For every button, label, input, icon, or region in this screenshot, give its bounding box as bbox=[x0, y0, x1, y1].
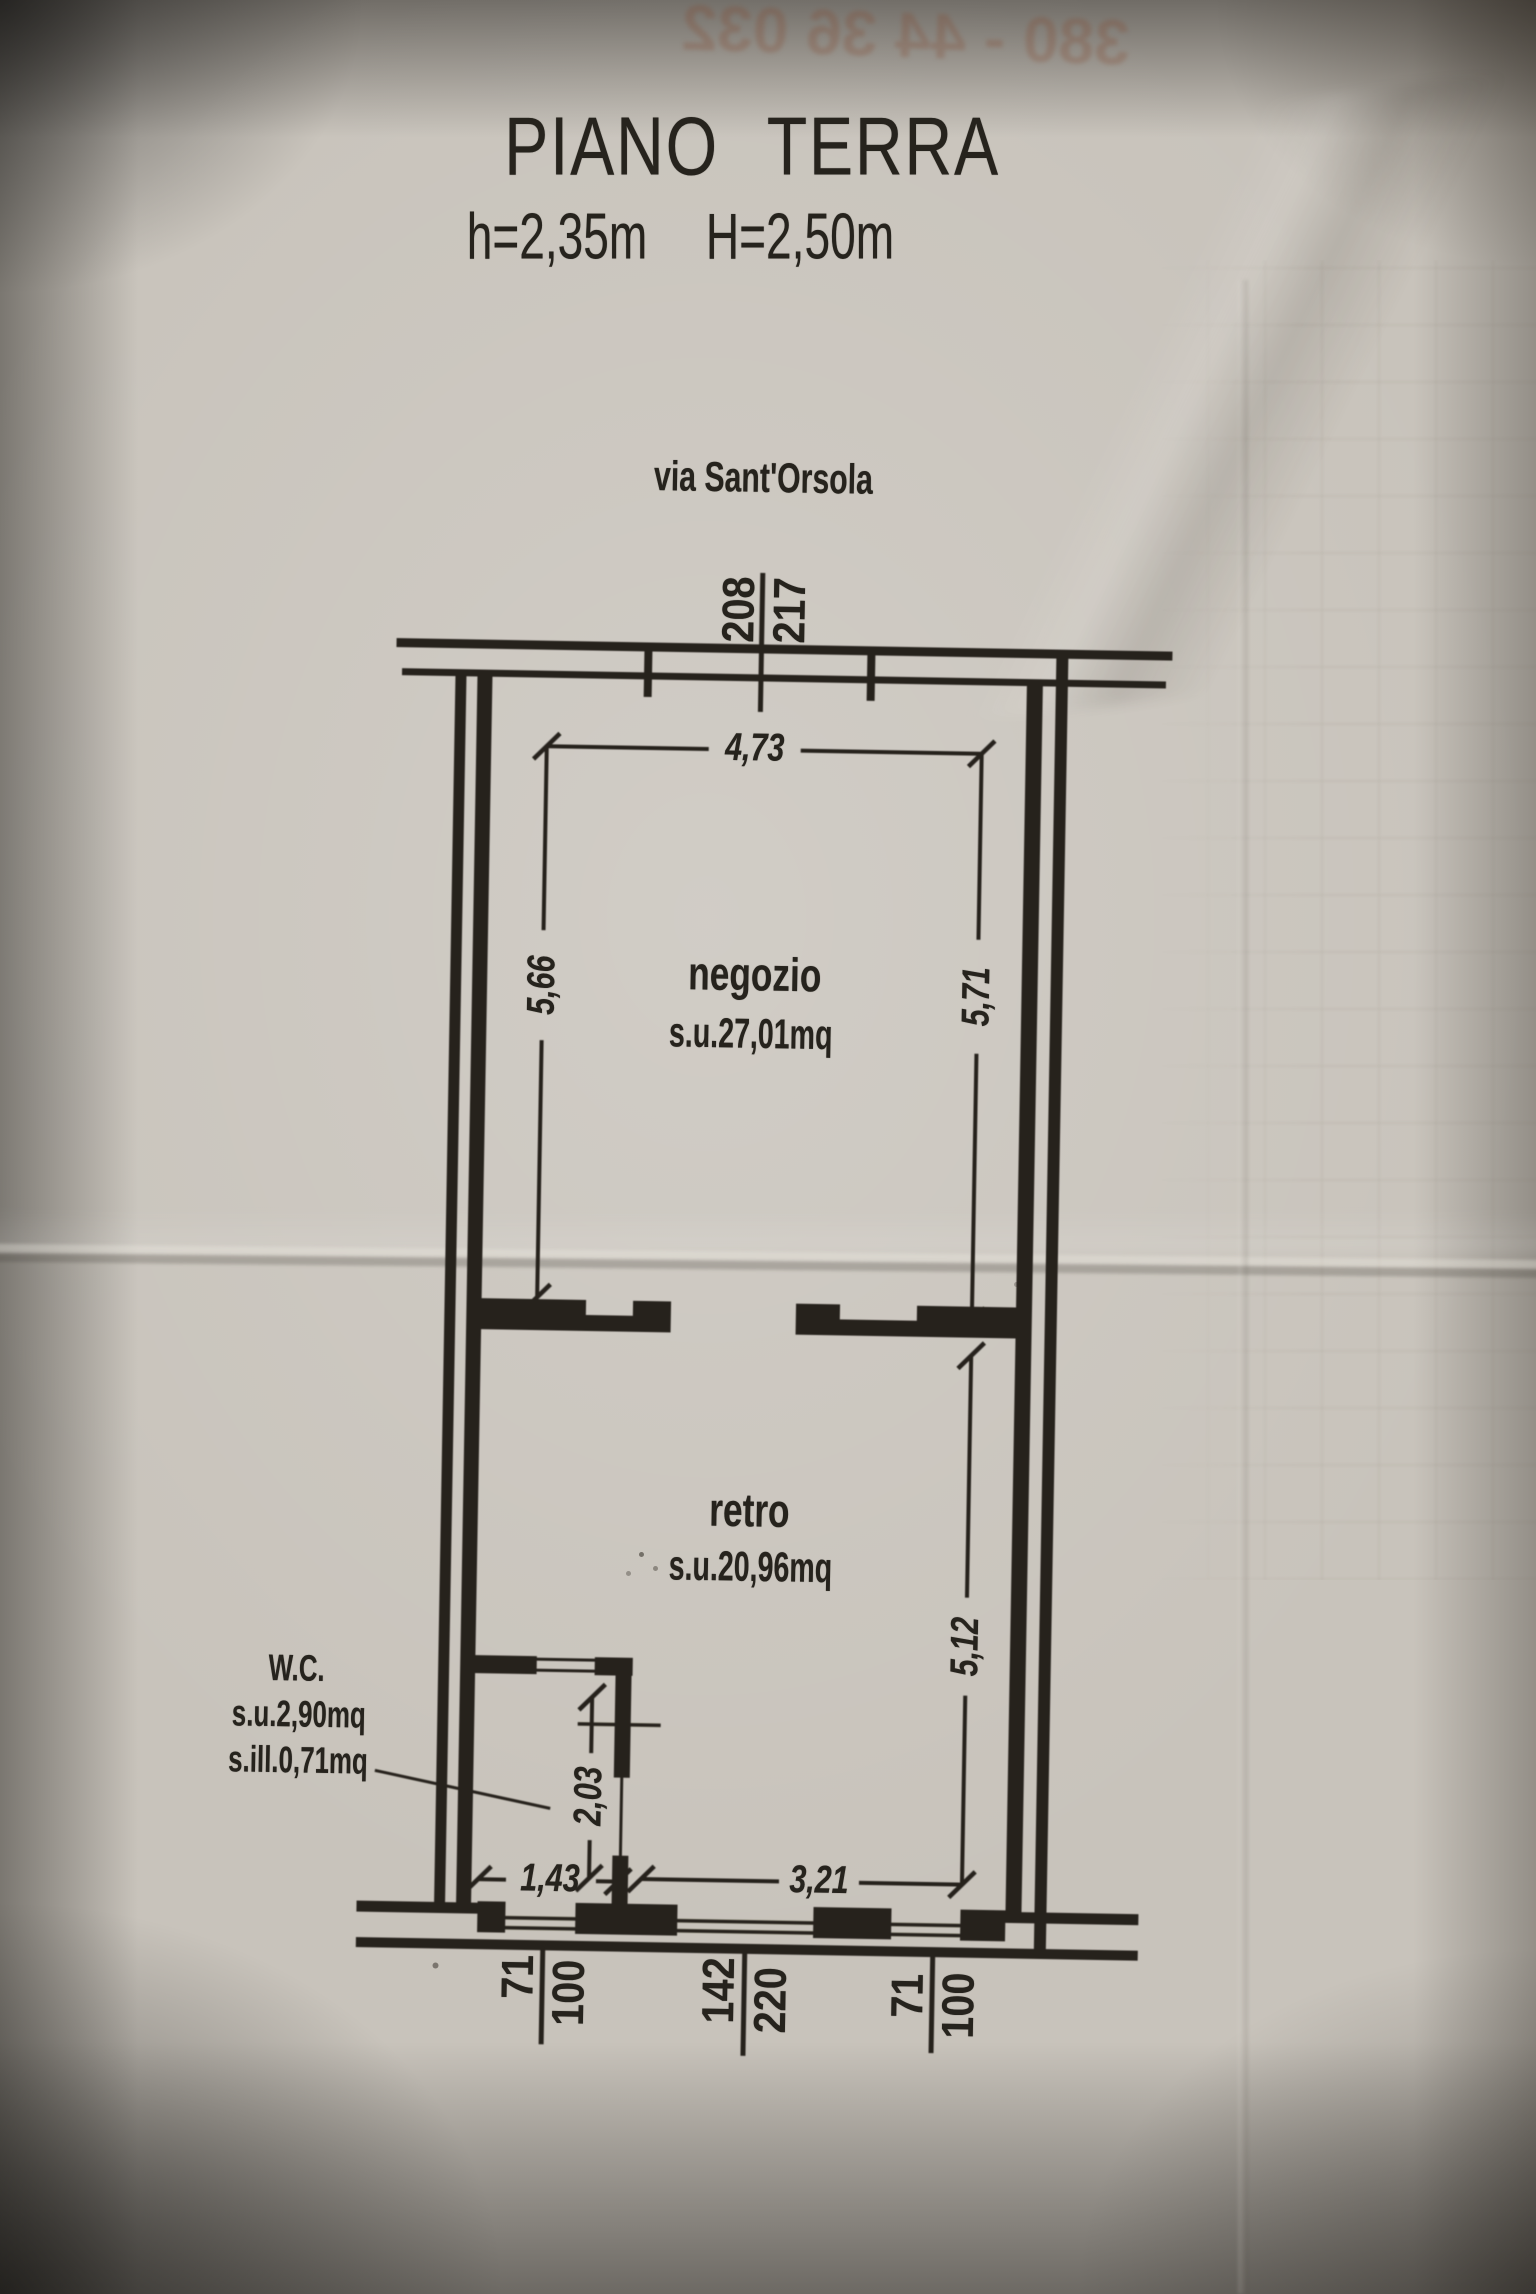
room-area-wc: s.u.2,90mq bbox=[231, 1692, 367, 1736]
entrance-height-dim: 217 bbox=[763, 576, 816, 644]
shop-left-depth-dim: 5,66 bbox=[519, 955, 564, 1016]
window-right-width-dim: 71 bbox=[881, 1973, 933, 2019]
reverse-side-grid-bleed bbox=[1150, 260, 1536, 1580]
room-label-retro: retro bbox=[708, 1482, 791, 1538]
dimension-lines bbox=[374, 572, 984, 2056]
wc-walls bbox=[474, 1655, 633, 1911]
wc-depth-dim: 2,03 bbox=[566, 1766, 611, 1827]
back-width-dim: 3,21 bbox=[789, 1858, 849, 1903]
room-area-negozio: s.u.27,01mq bbox=[668, 1008, 833, 1059]
gross-height-label: H=2,50m bbox=[705, 199, 895, 273]
wc-leader-line bbox=[374, 1768, 551, 1810]
room-area-retro: s.u.20,96mq bbox=[668, 1541, 833, 1592]
room-illuminated-area-wc: s.ill.0,71mq bbox=[227, 1738, 369, 1782]
interior-height-label: h=2,35m bbox=[466, 199, 648, 273]
door-height-dim: 220 bbox=[743, 1966, 796, 2034]
wc-width-dim: 1,43 bbox=[520, 1856, 580, 1901]
shop-width-dim: 4,73 bbox=[724, 725, 785, 770]
room-label-negozio: negozio bbox=[687, 946, 822, 1002]
window-left-width-dim: 71 bbox=[491, 1954, 544, 2000]
rear-wall-piers bbox=[477, 1901, 1006, 1942]
rear-wall-with-openings bbox=[355, 1900, 1139, 1961]
paper-crease-highlight bbox=[0, 1208, 1536, 1252]
shop-right-depth-dim: 5,71 bbox=[954, 966, 999, 1027]
dimension-ticks bbox=[463, 731, 997, 1900]
side-walls bbox=[433, 653, 1069, 1958]
vertical-paper-crease bbox=[1238, 280, 1248, 2294]
back-right-depth-dim: 5,12 bbox=[943, 1616, 988, 1677]
paper-speckles bbox=[0, 0, 3, 3]
entrance-width-dim: 208 bbox=[712, 576, 765, 644]
room-label-wc: W.C. bbox=[268, 1646, 326, 1689]
window-right-height-dim: 100 bbox=[931, 1972, 984, 2040]
street-name-label: via Sant'Orsola bbox=[653, 452, 874, 503]
door-width-dim: 142 bbox=[691, 1956, 745, 2024]
window-left-height-dim: 100 bbox=[541, 1959, 595, 2027]
page-title: PIANO TERRA bbox=[504, 99, 1000, 193]
partition-wall bbox=[480, 1298, 1017, 1339]
